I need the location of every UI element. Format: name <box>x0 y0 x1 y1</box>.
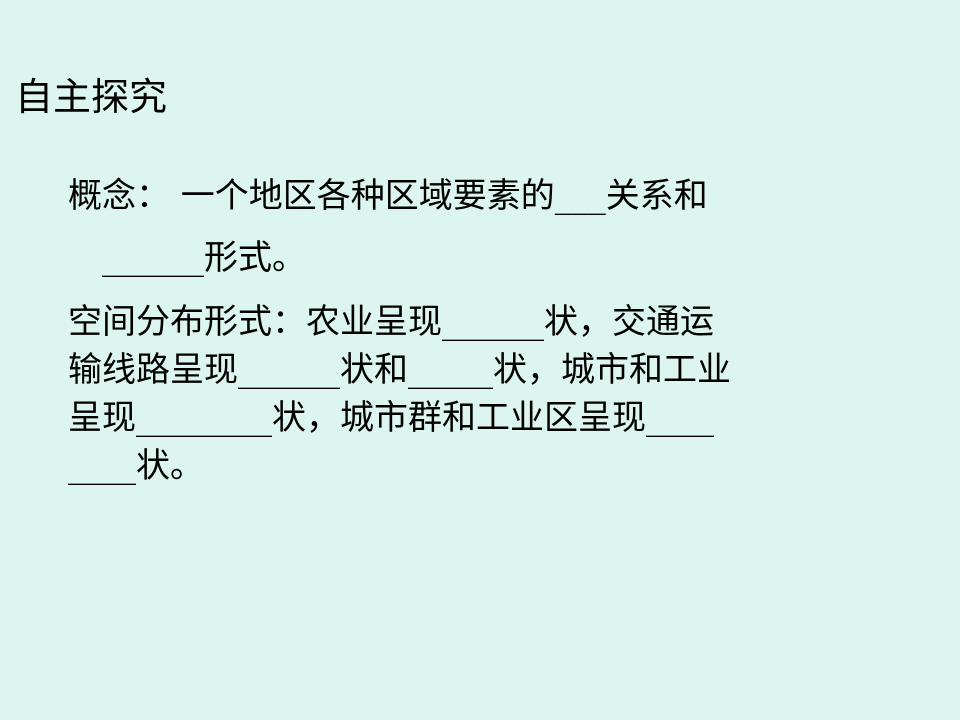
distribution-line-1: 空间分布形式：农业呈现______状，交通运 <box>68 302 714 342</box>
distribution-line-4: ____状。 <box>68 446 204 486</box>
concept-paragraph: 概念： 一个地区各种区域要素的___关系和 ______形式。 <box>68 172 898 282</box>
distribution-paragraph: 空间分布形式：农业呈现______状，交通运 输线路呈现______状和____… <box>68 298 898 490</box>
concept-line-1: 概念： 一个地区各种区域要素的___关系和 <box>68 176 708 216</box>
distribution-line-2: 输线路呈现______状和_____状，城市和工业 <box>68 350 731 390</box>
distribution-line-3: 呈现________状，城市群和工业区呈现____ <box>68 398 714 438</box>
slide-title: 自主探究 <box>15 75 168 119</box>
concept-line-2: ______形式。 <box>102 238 306 278</box>
